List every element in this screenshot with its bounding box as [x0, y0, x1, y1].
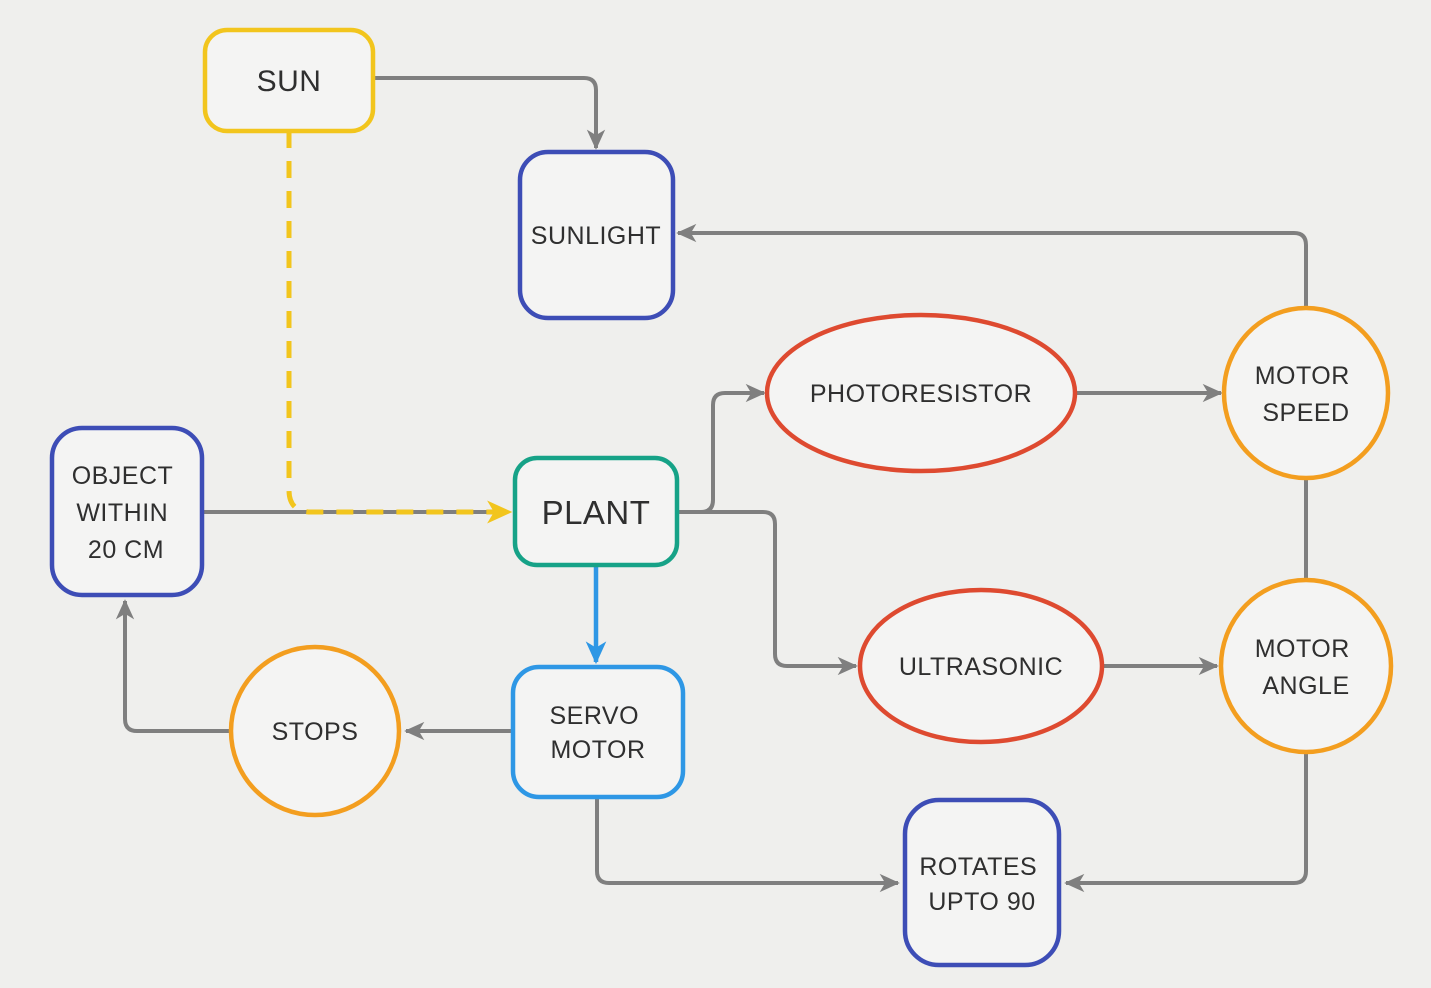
servo-motor-shape — [510, 664, 686, 800]
photoresistor-shape — [764, 312, 1078, 474]
motor-speed-shape — [1221, 305, 1391, 481]
sun-shape — [202, 27, 376, 134]
ultrasonic-shape — [857, 587, 1105, 745]
node-object-within-20cm: OBJECT WITHIN 20 CM — [49, 425, 205, 598]
sunlight-label: SUNLIGHT — [531, 222, 661, 250]
edge-motor-angle-to-rotates — [1064, 753, 1308, 893]
edge-plant-to-photoresistor — [677, 383, 766, 514]
stops-label: STOPS — [272, 718, 359, 746]
node-sunlight: SUNLIGHT — [517, 149, 676, 321]
node-motor-angle: MOTOR ANGLE — [1218, 577, 1394, 755]
node-sun: SUN — [202, 27, 376, 134]
node-plant: PLANT — [512, 455, 680, 568]
rotates-upto-90-label: ROTATES UPTO 90 — [919, 853, 1044, 916]
edge-sun-to-plant-dashed — [286, 131, 513, 524]
object-within-20cm-label: OBJECT WITHIN 20 CM — [72, 462, 181, 564]
sunlight-shape — [517, 149, 676, 321]
edge-sun-to-sunlight — [373, 76, 606, 150]
stops-shape — [228, 644, 402, 818]
node-motor-speed: MOTOR SPEED — [1221, 305, 1391, 481]
edge-servo-motor-to-rotates — [595, 797, 900, 893]
motor-angle-label: MOTOR ANGLE — [1255, 635, 1358, 700]
motor-speed-label: MOTOR SPEED — [1255, 362, 1358, 427]
node-servo-motor: SERVO MOTOR — [510, 664, 686, 800]
node-ultrasonic: ULTRASONIC — [857, 587, 1105, 745]
nodes-layer: SUN SUNLIGHT OBJECT WITHIN 20 CM PLANT P… — [49, 27, 1394, 968]
plant-label: PLANT — [542, 494, 651, 531]
object-within-20cm-shape — [49, 425, 205, 598]
sun-label: SUN — [257, 65, 322, 98]
photoresistor-label: PHOTORESISTOR — [810, 380, 1032, 408]
edge-stops-to-object — [115, 599, 231, 733]
servo-motor-label: SERVO MOTOR — [549, 702, 646, 764]
rotates-upto-90-shape — [902, 797, 1062, 968]
edge-motor-speed-to-sunlight — [676, 223, 1308, 308]
edge-plant-to-ultrasonic — [677, 510, 858, 676]
motor-angle-shape — [1218, 577, 1394, 755]
node-stops: STOPS — [228, 644, 402, 818]
plant-shape — [512, 455, 680, 568]
edges-layer — [115, 76, 1308, 893]
ultrasonic-label: ULTRASONIC — [899, 653, 1063, 681]
node-rotates-upto-90: ROTATES UPTO 90 — [902, 797, 1062, 968]
node-photoresistor: PHOTORESISTOR — [764, 312, 1078, 474]
